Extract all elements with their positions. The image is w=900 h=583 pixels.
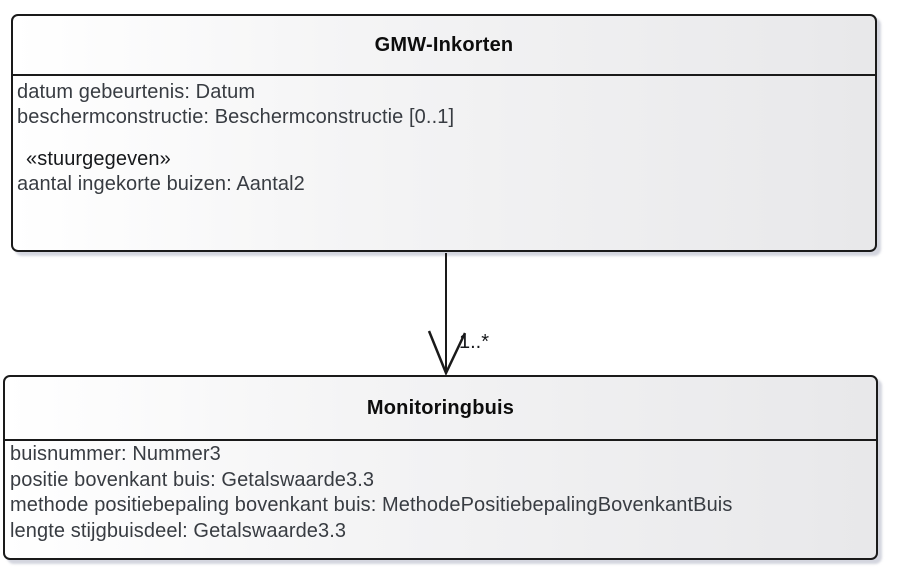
class-header-gmw-inkorten: GMW-Inkorten (13, 16, 875, 76)
class-attributes-monitoringbuis: buisnummer: Nummer3 positie bovenkant bu… (5, 441, 876, 558)
association-line[interactable] (445, 253, 447, 374)
attribute-buisnummer: buisnummer: Nummer3 (10, 443, 221, 465)
class-title-monitoringbuis: Monitoringbuis (366, 396, 515, 419)
stereotype-stuurgegeven: «stuurgegeven» (26, 148, 171, 170)
class-box-gmw-inkorten[interactable]: GMW-Inkorten datum gebeurtenis: Datum be… (11, 14, 877, 252)
association-multiplicity-label: 1..* (459, 331, 490, 353)
attribute-beschermconstructie: beschermconstructie: Beschermconstructie… (17, 106, 455, 128)
class-attributes-gmw-inkorten: datum gebeurtenis: Datum beschermconstru… (13, 76, 875, 250)
attribute-positie-bovenkant-buis: positie bovenkant buis: Getalswaarde3.3 (10, 468, 375, 491)
class-title-gmw-inkorten: GMW-Inkorten (374, 33, 514, 56)
attribute-aantal-ingekorte-buizen: aantal ingekorte buizen: Aantal2 (17, 173, 305, 195)
attribute-methode-positiebepaling: methode positiebepaling bovenkant buis: … (10, 494, 733, 516)
association-arrowhead-icon (427, 330, 467, 375)
attribute-lengte-stijgbuisdeel: lengte stijgbuisdeel: Getalswaarde3.3 (10, 519, 347, 542)
class-header-monitoringbuis: Monitoringbuis (5, 377, 876, 441)
attribute-datum-gebeurtenis: datum gebeurtenis: Datum (17, 81, 256, 103)
class-box-monitoringbuis[interactable]: Monitoringbuis buisnummer: Nummer3 posit… (3, 375, 878, 560)
